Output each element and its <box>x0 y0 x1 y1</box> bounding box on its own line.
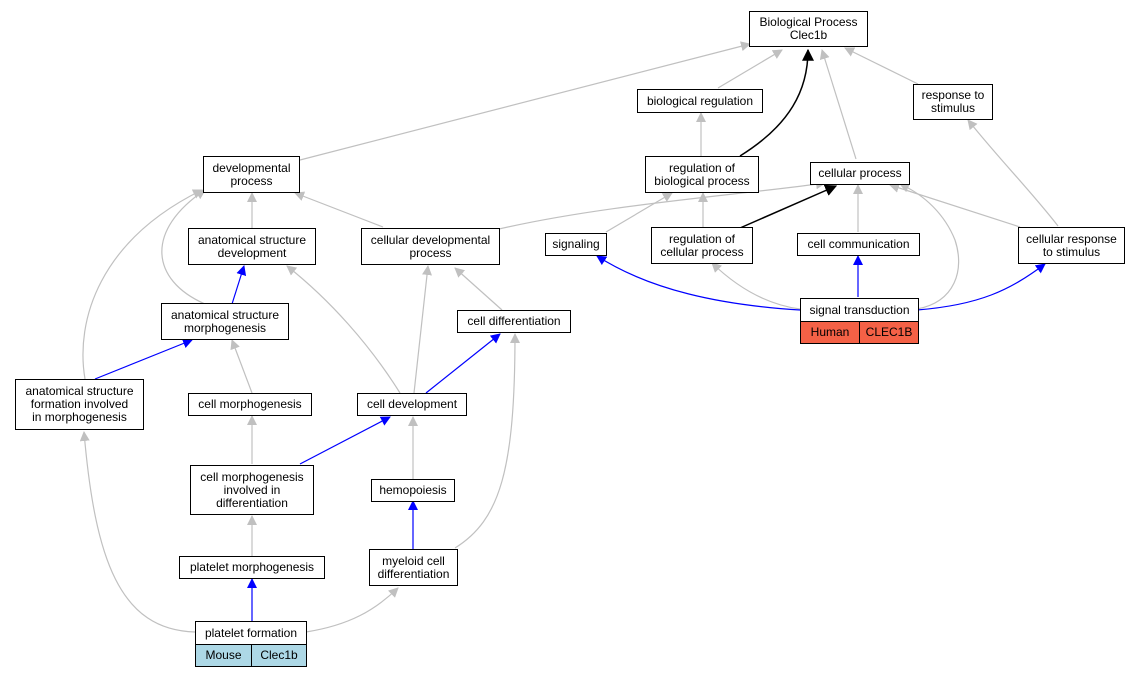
node-cell-development[interactable]: cell development <box>357 393 467 416</box>
node-anatomical-structure-development[interactable]: anatomical structure development <box>188 228 316 265</box>
edge-breg-bp <box>717 49 783 89</box>
node-cellular-process[interactable]: cellular process <box>810 162 910 185</box>
edge-cdiff-cdp <box>454 267 503 311</box>
node-cell-differentiation[interactable]: cell differentiation <box>457 310 571 333</box>
edge-st-crs <box>916 263 1046 311</box>
edge-st-rcp <box>711 262 801 310</box>
edge-crs-cp <box>889 183 1021 228</box>
node-anatomical-structure-formation[interactable]: anatomical structure formation involved … <box>15 379 144 430</box>
edge-cdev-cdp <box>413 265 432 394</box>
node-regulation-of-cellular-process[interactable]: regulation of cellular process <box>651 227 753 264</box>
edge-cp-bp <box>819 49 857 160</box>
edge-sig-rbp <box>605 192 673 233</box>
node-signal-transduction[interactable]: signal transduction <box>800 298 919 322</box>
node-cell-communication[interactable]: cell communication <box>797 233 920 256</box>
node-anatomical-structure-morphogenesis[interactable]: anatomical structure morphogenesis <box>161 303 289 340</box>
edge-st-cp <box>899 183 960 310</box>
node-signaling[interactable]: signaling <box>545 233 607 256</box>
edge-cdp-dev <box>294 191 384 228</box>
edge-pf-mcd <box>305 587 399 633</box>
edge-rbp-bp <box>739 48 814 157</box>
edge-cdev-asd <box>286 265 401 394</box>
edge-st-sig <box>596 255 801 311</box>
edge-dev-bp <box>299 41 751 161</box>
tag-species-mouse: Mouse <box>195 644 252 667</box>
edge-crs-resp <box>967 119 1059 227</box>
node-biological-process[interactable]: Biological Process Clec1b <box>749 11 868 47</box>
node-developmental-process[interactable]: developmental process <box>203 156 300 193</box>
tag-species-human: Human <box>800 321 860 344</box>
edge-resp-bp <box>844 47 919 85</box>
edge-asm-asd <box>231 265 247 305</box>
node-cellular-response-to-stimulus[interactable]: cellular response to stimulus <box>1018 227 1125 264</box>
node-hemopoiesis[interactable]: hemopoiesis <box>371 479 455 502</box>
edge-mcd-cdiff <box>454 333 520 549</box>
edge-pf-asf <box>79 431 196 633</box>
tag-gene-clec1b-mouse: Clec1b <box>251 644 307 667</box>
edge-rcp-cp <box>739 184 838 229</box>
node-response-to-stimulus[interactable]: response to stimulus <box>913 84 993 120</box>
edge-asm-dev <box>161 189 206 305</box>
node-platelet-morphogenesis[interactable]: platelet morphogenesis <box>179 556 325 579</box>
node-platelet-formation[interactable]: platelet formation <box>195 621 307 645</box>
tag-gene-clec1b-human: CLEC1B <box>859 321 919 344</box>
node-regulation-of-biological-process[interactable]: regulation of biological process <box>645 156 759 193</box>
edge-cm-asm <box>230 339 253 394</box>
node-biological-regulation[interactable]: biological regulation <box>637 89 763 113</box>
edge-asf-dev <box>82 189 203 380</box>
node-cell-morphogenesis-involved-in-differentiation[interactable]: cell morphogenesis involved in different… <box>190 465 314 515</box>
node-cell-morphogenesis[interactable]: cell morphogenesis <box>188 393 312 416</box>
node-cellular-developmental-process[interactable]: cellular developmental process <box>361 228 500 265</box>
edge-cdev-cdiff <box>425 333 501 394</box>
node-myeloid-cell-differentiation[interactable]: myeloid cell differentiation <box>369 549 458 586</box>
edge-cmid-cdev <box>299 416 391 465</box>
edge-asf-asm <box>94 338 193 380</box>
